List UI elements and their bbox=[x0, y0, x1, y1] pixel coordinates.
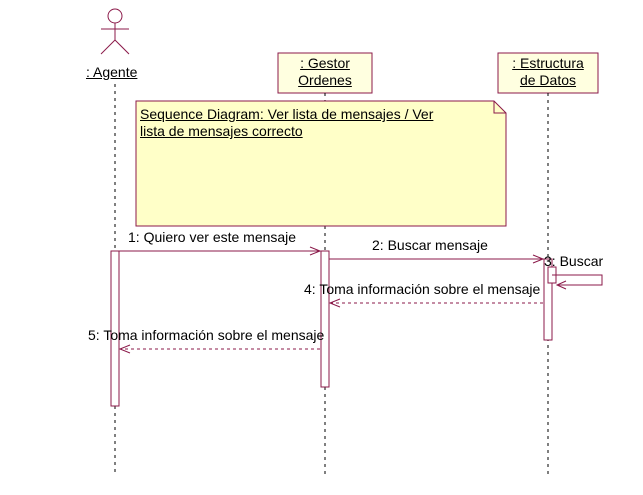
message-label-5: 5: Toma información sobre el mensaje bbox=[88, 327, 325, 343]
message-label-1: 1: Quiero ver este mensaje bbox=[128, 229, 297, 245]
message-arrow-5[interactable] bbox=[118, 344, 320, 354]
message-label-4: 4: Toma información sobre el mensaje bbox=[304, 281, 541, 297]
activation-estructura bbox=[543, 258, 553, 341]
object-title-gestor-line2: Ordenes bbox=[298, 72, 352, 88]
object-title-estructura-line1: : Estructura bbox=[512, 55, 584, 71]
object-title-gestor-line1: : Gestor bbox=[300, 55, 350, 71]
message-arrow-2[interactable] bbox=[329, 254, 545, 264]
message-label-3: 3: Buscar bbox=[544, 253, 604, 269]
message-arrow-1[interactable] bbox=[119, 246, 322, 256]
object-title-estructura: : Estructura de Datos bbox=[498, 55, 598, 89]
actor-label: : Agente bbox=[86, 64, 138, 80]
note-text: Sequence Diagram: Ver lista de mensajes … bbox=[140, 106, 434, 139]
activation-agente bbox=[110, 250, 120, 407]
note-shape[interactable] bbox=[135, 100, 507, 227]
message-arrow-4[interactable] bbox=[328, 298, 543, 308]
note-fold bbox=[493, 101, 506, 114]
stick-figure-icon bbox=[100, 8, 130, 55]
message-arrow-3[interactable] bbox=[552, 274, 603, 290]
object-box-gestor[interactable] bbox=[277, 52, 373, 94]
object-title-estructura-line2: de Datos bbox=[519, 72, 577, 88]
activation-gestor bbox=[320, 250, 330, 388]
message-label-2: 2: Buscar mensaje bbox=[372, 237, 488, 253]
object-title-gestor: : Gestor Ordenes bbox=[278, 55, 372, 89]
